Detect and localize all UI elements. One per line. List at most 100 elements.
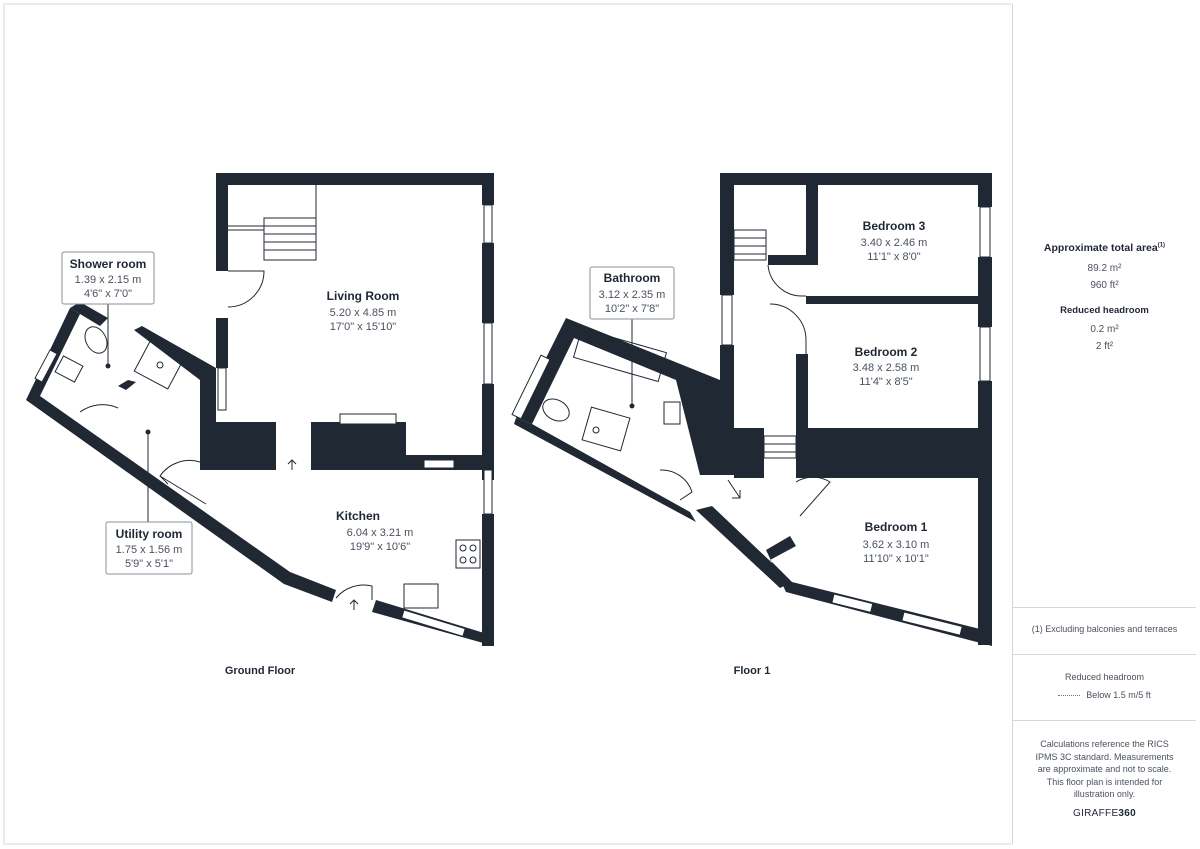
bathroom-wall-south	[514, 418, 696, 522]
bathroom-shower	[581, 406, 631, 452]
landing-arrow	[727, 479, 741, 499]
legend-title: Reduced headroom	[1064, 672, 1145, 682]
page-frame	[3, 3, 1012, 845]
reduced-headroom-legend-line	[1058, 695, 1081, 697]
sidebar-divider-3	[1013, 720, 1196, 721]
legend-text: Below 1.5 m/5 ft	[1086, 690, 1151, 700]
bathroom-wall-north	[516, 318, 734, 475]
total-area-title: Approximate total area(1)	[1013, 242, 1196, 254]
living-room-wall-right-mid	[482, 243, 494, 323]
bedroom-3-wall-left	[806, 185, 818, 261]
bedroom-1-imperial: 11'10" x 10'1"	[863, 553, 929, 565]
bedroom-3-window	[979, 206, 991, 258]
bathroom-callout	[589, 266, 675, 320]
bedroom-2-name: Bedroom 2	[855, 345, 918, 359]
living-room-metric: 5.20 x 4.85 m	[330, 307, 397, 319]
f1-wall-right-3	[978, 381, 992, 645]
f1-landing-window	[721, 294, 733, 346]
f1-wall-left-upper	[720, 173, 734, 295]
living-room-wall-right-low	[482, 384, 494, 470]
chimney-breast-right	[311, 422, 406, 470]
disclaimer-text: Calculations reference the RICS IPMS 3C …	[1035, 739, 1174, 799]
bedroom-3-2-divider	[806, 296, 978, 304]
kitchen-window-bottom	[401, 609, 466, 637]
bedroom-2-imperial: 11'4" x 8'5"	[859, 376, 912, 388]
f1-wall-south-angled	[696, 506, 796, 592]
bathroom-window	[511, 354, 551, 420]
first-floor-plan	[511, 173, 992, 646]
giraffe360-logo: GIRAFFE360	[1013, 808, 1196, 819]
bathroom-imperial: 10'2" x 7'8"	[605, 303, 659, 315]
utility-room-callout	[105, 521, 193, 575]
kitchen-door	[335, 584, 373, 600]
utility-room-metric: 1.75 x 1.56 m	[116, 544, 183, 556]
legend-row: Below 1.5 m/5 ft	[1013, 690, 1196, 700]
living-room-imperial: 17'0" x 15'10"	[330, 321, 397, 333]
kitchen-name: Kitchen	[336, 509, 380, 523]
living-room-wall-top	[216, 173, 494, 185]
reduced-headroom-ft2: 2 ft²	[1095, 341, 1114, 352]
bedroom-2-metric: 3.48 x 2.58 m	[853, 362, 920, 374]
bathroom-name: Bathroom	[604, 271, 661, 285]
utility-room-door	[79, 404, 119, 413]
kitchen-sink	[403, 583, 439, 609]
bedroom-3-metric: 3.40 x 2.46 m	[861, 237, 928, 249]
brand-suffix: 360	[1118, 808, 1137, 819]
ground-floor-label: Ground Floor	[225, 665, 296, 677]
bedroom-1-metric: 3.62 x 3.10 m	[863, 539, 930, 551]
total-area-ft2: 960 ft²	[1090, 280, 1119, 291]
utility-kitchen-door	[159, 459, 201, 485]
kitchen-metric: 6.04 x 3.21 m	[347, 527, 414, 539]
shower-room-metric: 1.39 x 2.15 m	[75, 274, 142, 286]
f1-wall-top	[720, 173, 992, 185]
bedroom-3-name: Bedroom 3	[863, 219, 926, 233]
utility-room-wall	[118, 380, 136, 390]
living-room-door	[227, 270, 265, 308]
bathroom-metric: 3.12 x 2.35 m	[599, 289, 666, 301]
kitchen-imperial: 19'9" x 10'6"	[350, 541, 410, 553]
floor-1-label: Floor 1	[734, 665, 771, 677]
living-room-name: Living Room	[327, 289, 400, 303]
f1-stairs	[733, 229, 797, 459]
floor-plan-drawing: Living Room 5.20 x 4.85 m 17'0" x 15'10"…	[3, 3, 1012, 845]
landing-wall	[734, 428, 764, 478]
bedroom-1-wall-bottom	[784, 580, 992, 646]
bathroom-basin	[663, 401, 681, 425]
utility-room-imperial: 5'9" x 5'1"	[125, 558, 173, 570]
bedroom-3-imperial: 11'1" x 8'0"	[867, 251, 920, 263]
shower-room-window	[34, 349, 58, 383]
entrance-arrow-kitchen	[287, 459, 297, 470]
bedroom-3-wall-bottom	[768, 255, 818, 265]
utility-room-name: Utility room	[116, 527, 183, 541]
reduced-headroom-title: Reduced headroom	[1060, 305, 1149, 316]
brand-prefix: GIRAFFE	[1072, 808, 1119, 819]
kitchen-wall-right	[482, 514, 494, 646]
shower-room-wall-east	[134, 326, 216, 462]
shower-room-imperial: 4'6" x 7'0"	[84, 288, 132, 300]
shower-room-wall-top	[70, 302, 108, 326]
sidebar-divider-1	[1013, 607, 1196, 608]
shower-room-wc	[84, 326, 108, 354]
bedroom-3-door	[767, 264, 806, 297]
kitchen-window-right	[483, 469, 493, 515]
fireplace-hearth	[339, 413, 397, 425]
living-room-window-1	[483, 204, 493, 244]
bedroom-2-1-divider	[796, 428, 978, 478]
bedroom-2-door	[769, 303, 807, 354]
total-area-title-text: Approximate total area	[1043, 242, 1158, 254]
shower-tray	[133, 340, 185, 390]
entrance-arrow-front	[349, 599, 359, 610]
shower-room-basin	[54, 355, 84, 383]
total-area-m2: 89.2 m²	[1087, 263, 1122, 274]
living-room-window-3	[217, 367, 227, 411]
bathroom-wc	[542, 398, 570, 422]
footnote-text: (1) Excluding balconies and terraces	[1031, 624, 1178, 634]
f1-wall-right-2	[978, 257, 992, 327]
living-room-wall-right	[482, 173, 494, 205]
total-area-section: Approximate total area(1) 89.2 m² 960 ft…	[1013, 242, 1196, 352]
total-area-footnote-marker: (1)	[1157, 242, 1166, 249]
ground-floor-plan	[26, 173, 494, 646]
f1-wall-right	[978, 173, 992, 207]
living-room-window-2	[483, 322, 493, 385]
reduced-headroom-m2: 0.2 m²	[1090, 324, 1119, 335]
